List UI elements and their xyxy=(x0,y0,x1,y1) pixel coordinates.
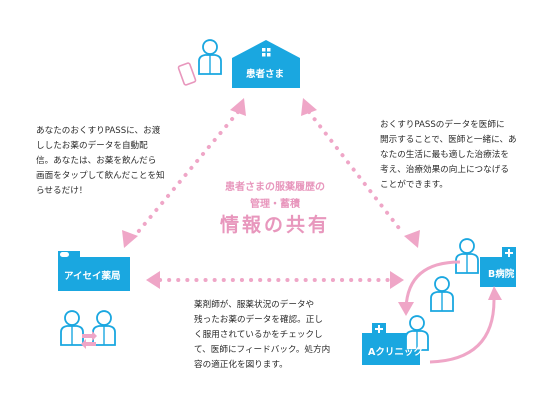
cycle-arrow-icon xyxy=(404,260,496,364)
bottom-description: 薬剤師が、服薬状況のデータや 残ったお薬のデータを確認。正し く服用されているか… xyxy=(194,298,364,373)
arrow-heads xyxy=(122,98,420,289)
exchange-arrows-icon xyxy=(81,331,97,349)
patient-house-icon xyxy=(232,40,300,88)
right-description-line: なたの生活に最も適した治療法を xyxy=(380,150,509,160)
right-description-line: ことができます。 xyxy=(380,180,448,190)
clinic-a-label: Aクリニック xyxy=(368,347,423,358)
left-description-line: 信。あなたは、お薬を飲んだら xyxy=(36,156,157,166)
center-line2: 管理・蓄積 xyxy=(250,199,300,210)
right-description: おくすりPASSのデータを医師に 開示することで、医師と一緒に、あ なたの生活に… xyxy=(380,118,540,193)
left-description-line: ししたお薬のデータを自動配 xyxy=(36,141,148,151)
pharmacist-person-icon xyxy=(60,310,84,346)
bottom-description-line: 容の適正化を図ります。 xyxy=(194,360,288,370)
bottom-description-line: 残ったお薬のデータを確認。正し xyxy=(194,315,323,325)
center-line1: 患者さまの服薬履歴の xyxy=(225,182,325,193)
bottom-description-line: く服用されているかをチェックし xyxy=(194,330,323,340)
right-description-line: 開示することで、医師と一緒に、あ xyxy=(380,135,517,145)
bottom-description-line: 薬剤師が、服薬状況のデータや xyxy=(194,300,315,310)
hospital-b-label: B病院 xyxy=(488,269,515,280)
left-description-line: 画面をタップして飲んだことを知 xyxy=(36,171,165,181)
center-heading: 情報の共有 xyxy=(219,214,330,236)
bottom-description-line: て、医師にフィードバック。処方内 xyxy=(194,345,331,355)
smartphone-icon xyxy=(177,62,197,86)
pharmacy-label: アイセイ薬局 xyxy=(64,271,121,282)
pill-icon xyxy=(60,252,69,257)
patient-person-icon xyxy=(198,39,222,75)
patient-person-icon xyxy=(430,276,454,312)
pharmacist-person-icon xyxy=(92,310,116,346)
left-description-line: らせるだけ！ xyxy=(36,186,88,196)
pharmacy-building-icon xyxy=(58,251,130,291)
right-description-line: 考え、治療効果の向上につなげる xyxy=(380,165,509,175)
patient-label: 患者さま xyxy=(246,69,285,80)
doctor-person-icon xyxy=(455,238,479,274)
right-description-line: おくすりPASSのデータを医師に xyxy=(380,120,505,130)
dotted-connection-lines xyxy=(136,110,404,282)
hospital-building-icon xyxy=(480,247,516,287)
left-description-line: あなたのおくすりPASSに、お渡 xyxy=(36,126,161,136)
left-description: あなたのおくすりPASSに、お渡 ししたお薬のデータを自動配 信。あなたは、お薬… xyxy=(36,124,186,199)
